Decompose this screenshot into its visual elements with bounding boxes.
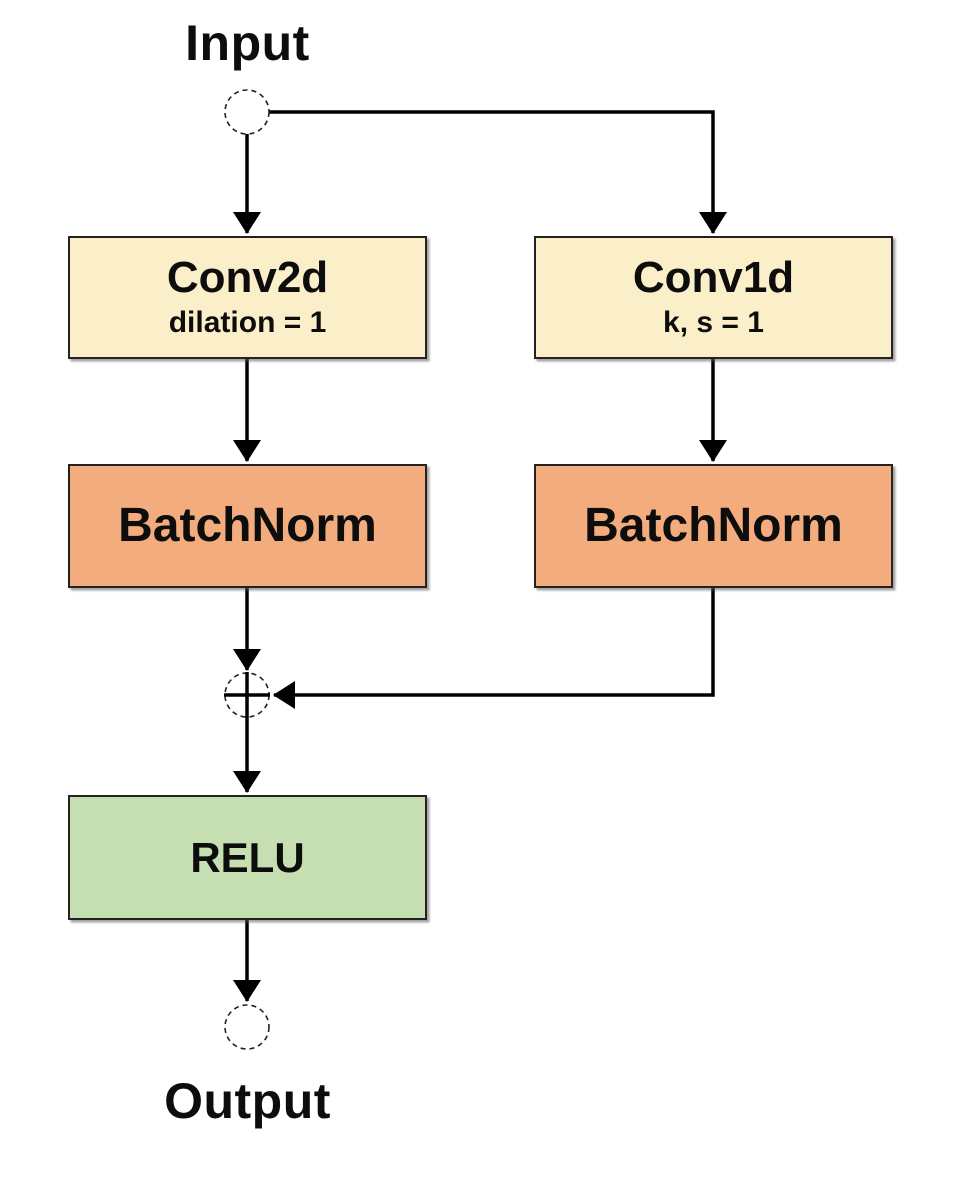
- output-node-circle: [224, 1004, 270, 1050]
- input-node-circle: [224, 89, 270, 135]
- batchnorm-left-box: BatchNorm: [68, 464, 427, 588]
- batchnorm-right-box: BatchNorm: [534, 464, 893, 588]
- conv2d-subtitle: dilation = 1: [168, 306, 327, 339]
- conv2d-box: Conv2d dilation = 1: [68, 236, 427, 359]
- conv1d-box: Conv1d k, s = 1: [534, 236, 893, 359]
- conv2d-title: Conv2d: [166, 253, 329, 303]
- relu-title: RELU: [190, 833, 305, 881]
- plus-icon: [224, 672, 270, 718]
- arrow-batchnorm-right-to-sum: [273, 588, 715, 709]
- output-label: Output: [164, 1073, 331, 1129]
- arrow-input-to-conv1d: [269, 110, 727, 234]
- input-label: Input: [185, 15, 310, 71]
- relu-box: RELU: [68, 795, 427, 920]
- batchnorm-left-title: BatchNorm: [118, 499, 377, 553]
- conv1d-subtitle: k, s = 1: [663, 306, 764, 339]
- batchnorm-right-title: BatchNorm: [584, 499, 843, 553]
- conv1d-title: Conv1d: [632, 253, 795, 303]
